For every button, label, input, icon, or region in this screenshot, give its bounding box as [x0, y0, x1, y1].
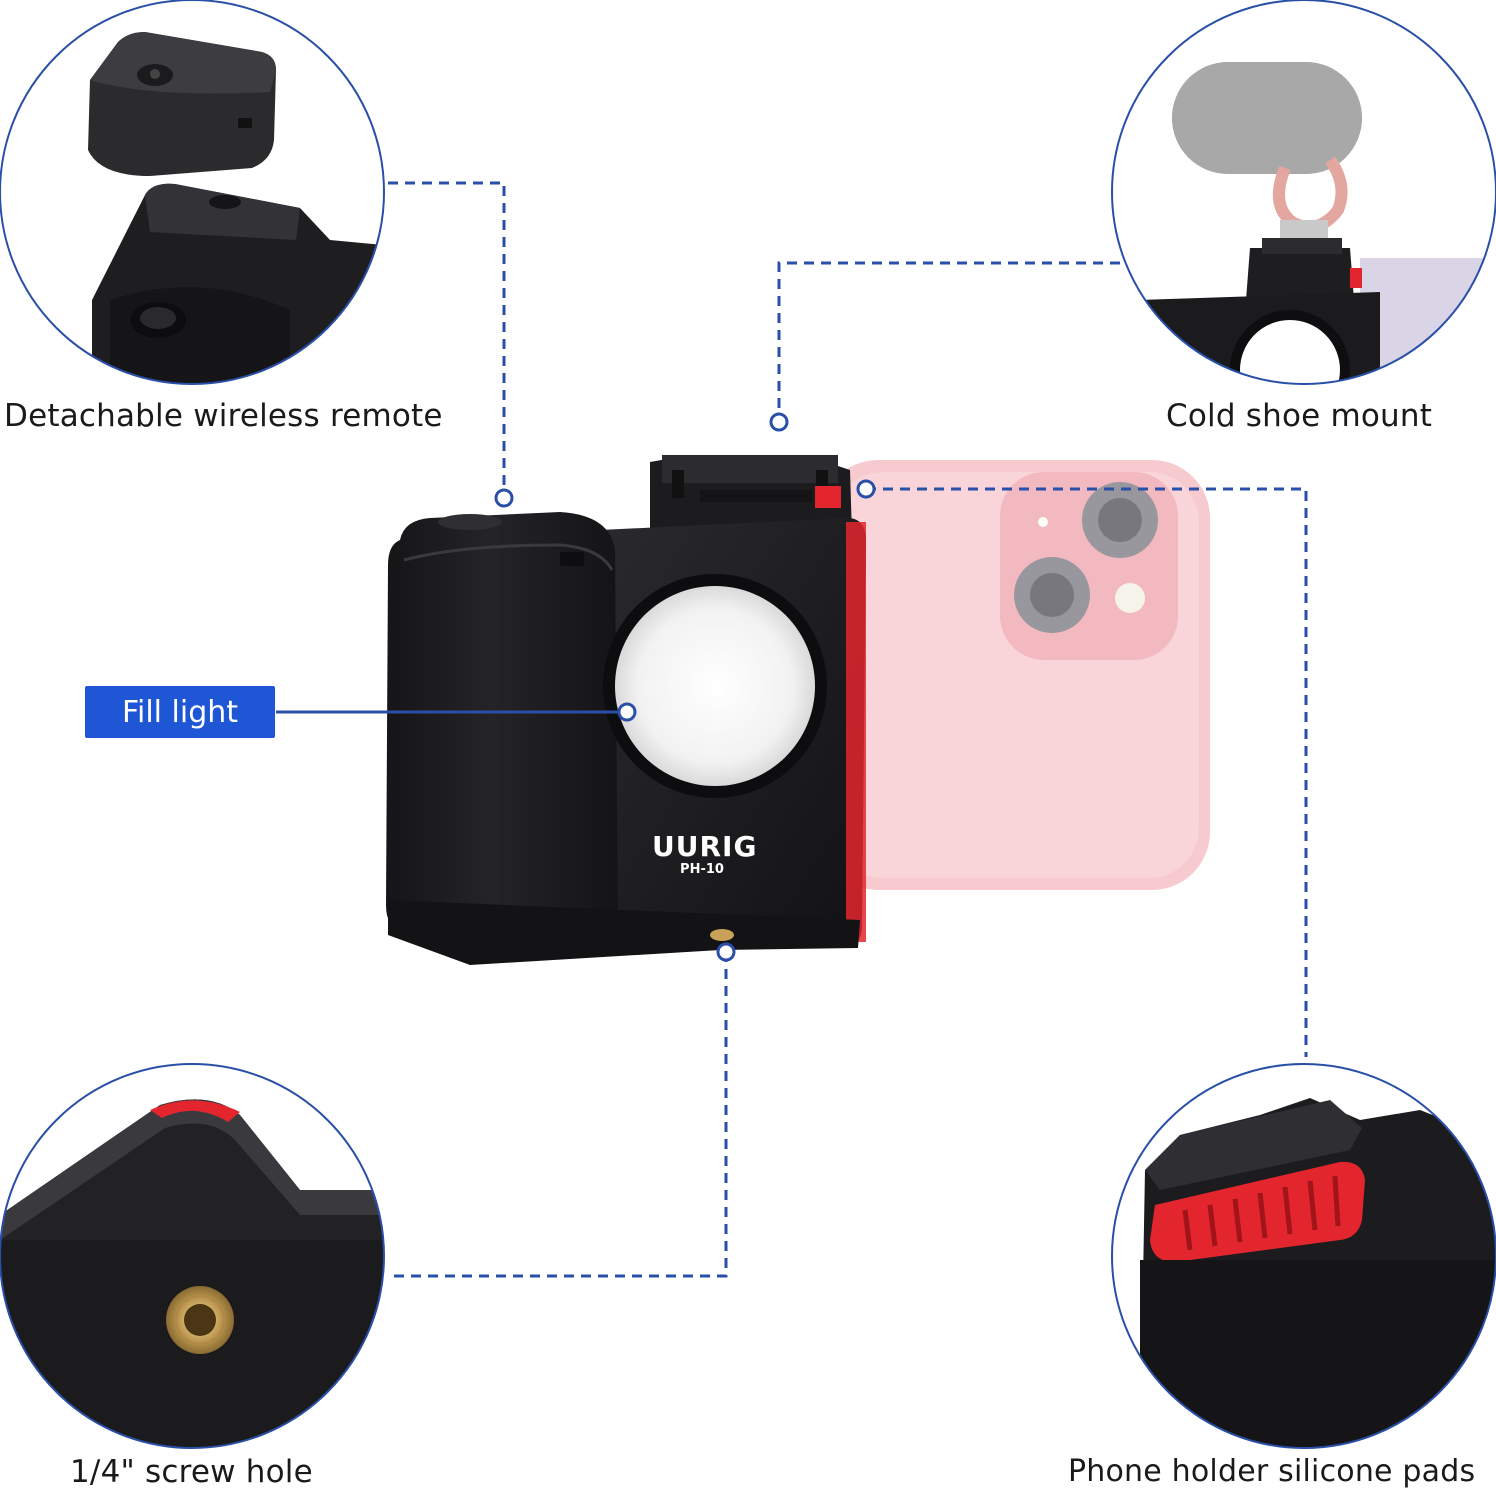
screw-hole-label: 1/4" screw hole — [70, 1454, 313, 1490]
silicone-pads-detail-circle — [1111, 1063, 1496, 1449]
brand-logo: UURIG — [652, 830, 758, 863]
cold-shoe — [650, 455, 852, 535]
cold-shoe-detail-circle — [1111, 0, 1496, 385]
connector-dots — [494, 412, 876, 962]
screw-hole-connector — [388, 952, 728, 1278]
remote-detail-circle — [0, 0, 385, 385]
screw-hole-detail-circle — [0, 1063, 385, 1449]
silicone-pads-label: Phone holder silicone pads — [1068, 1454, 1476, 1489]
fill-light-callout: Fill light — [85, 686, 275, 738]
remote-label: Detachable wireless remote — [4, 398, 443, 434]
cold-shoe-connector — [777, 261, 1120, 420]
phone-holder-device — [386, 455, 1210, 965]
fill-light-label: Fill light — [121, 694, 239, 730]
silicone-pads-connector — [866, 487, 1308, 1057]
phone — [820, 460, 1210, 890]
remote-connector — [388, 181, 506, 498]
cold-shoe-label: Cold shoe mount — [1166, 398, 1433, 434]
model-label: PH-10 — [680, 862, 724, 877]
callout-lines — [388, 181, 1308, 1278]
